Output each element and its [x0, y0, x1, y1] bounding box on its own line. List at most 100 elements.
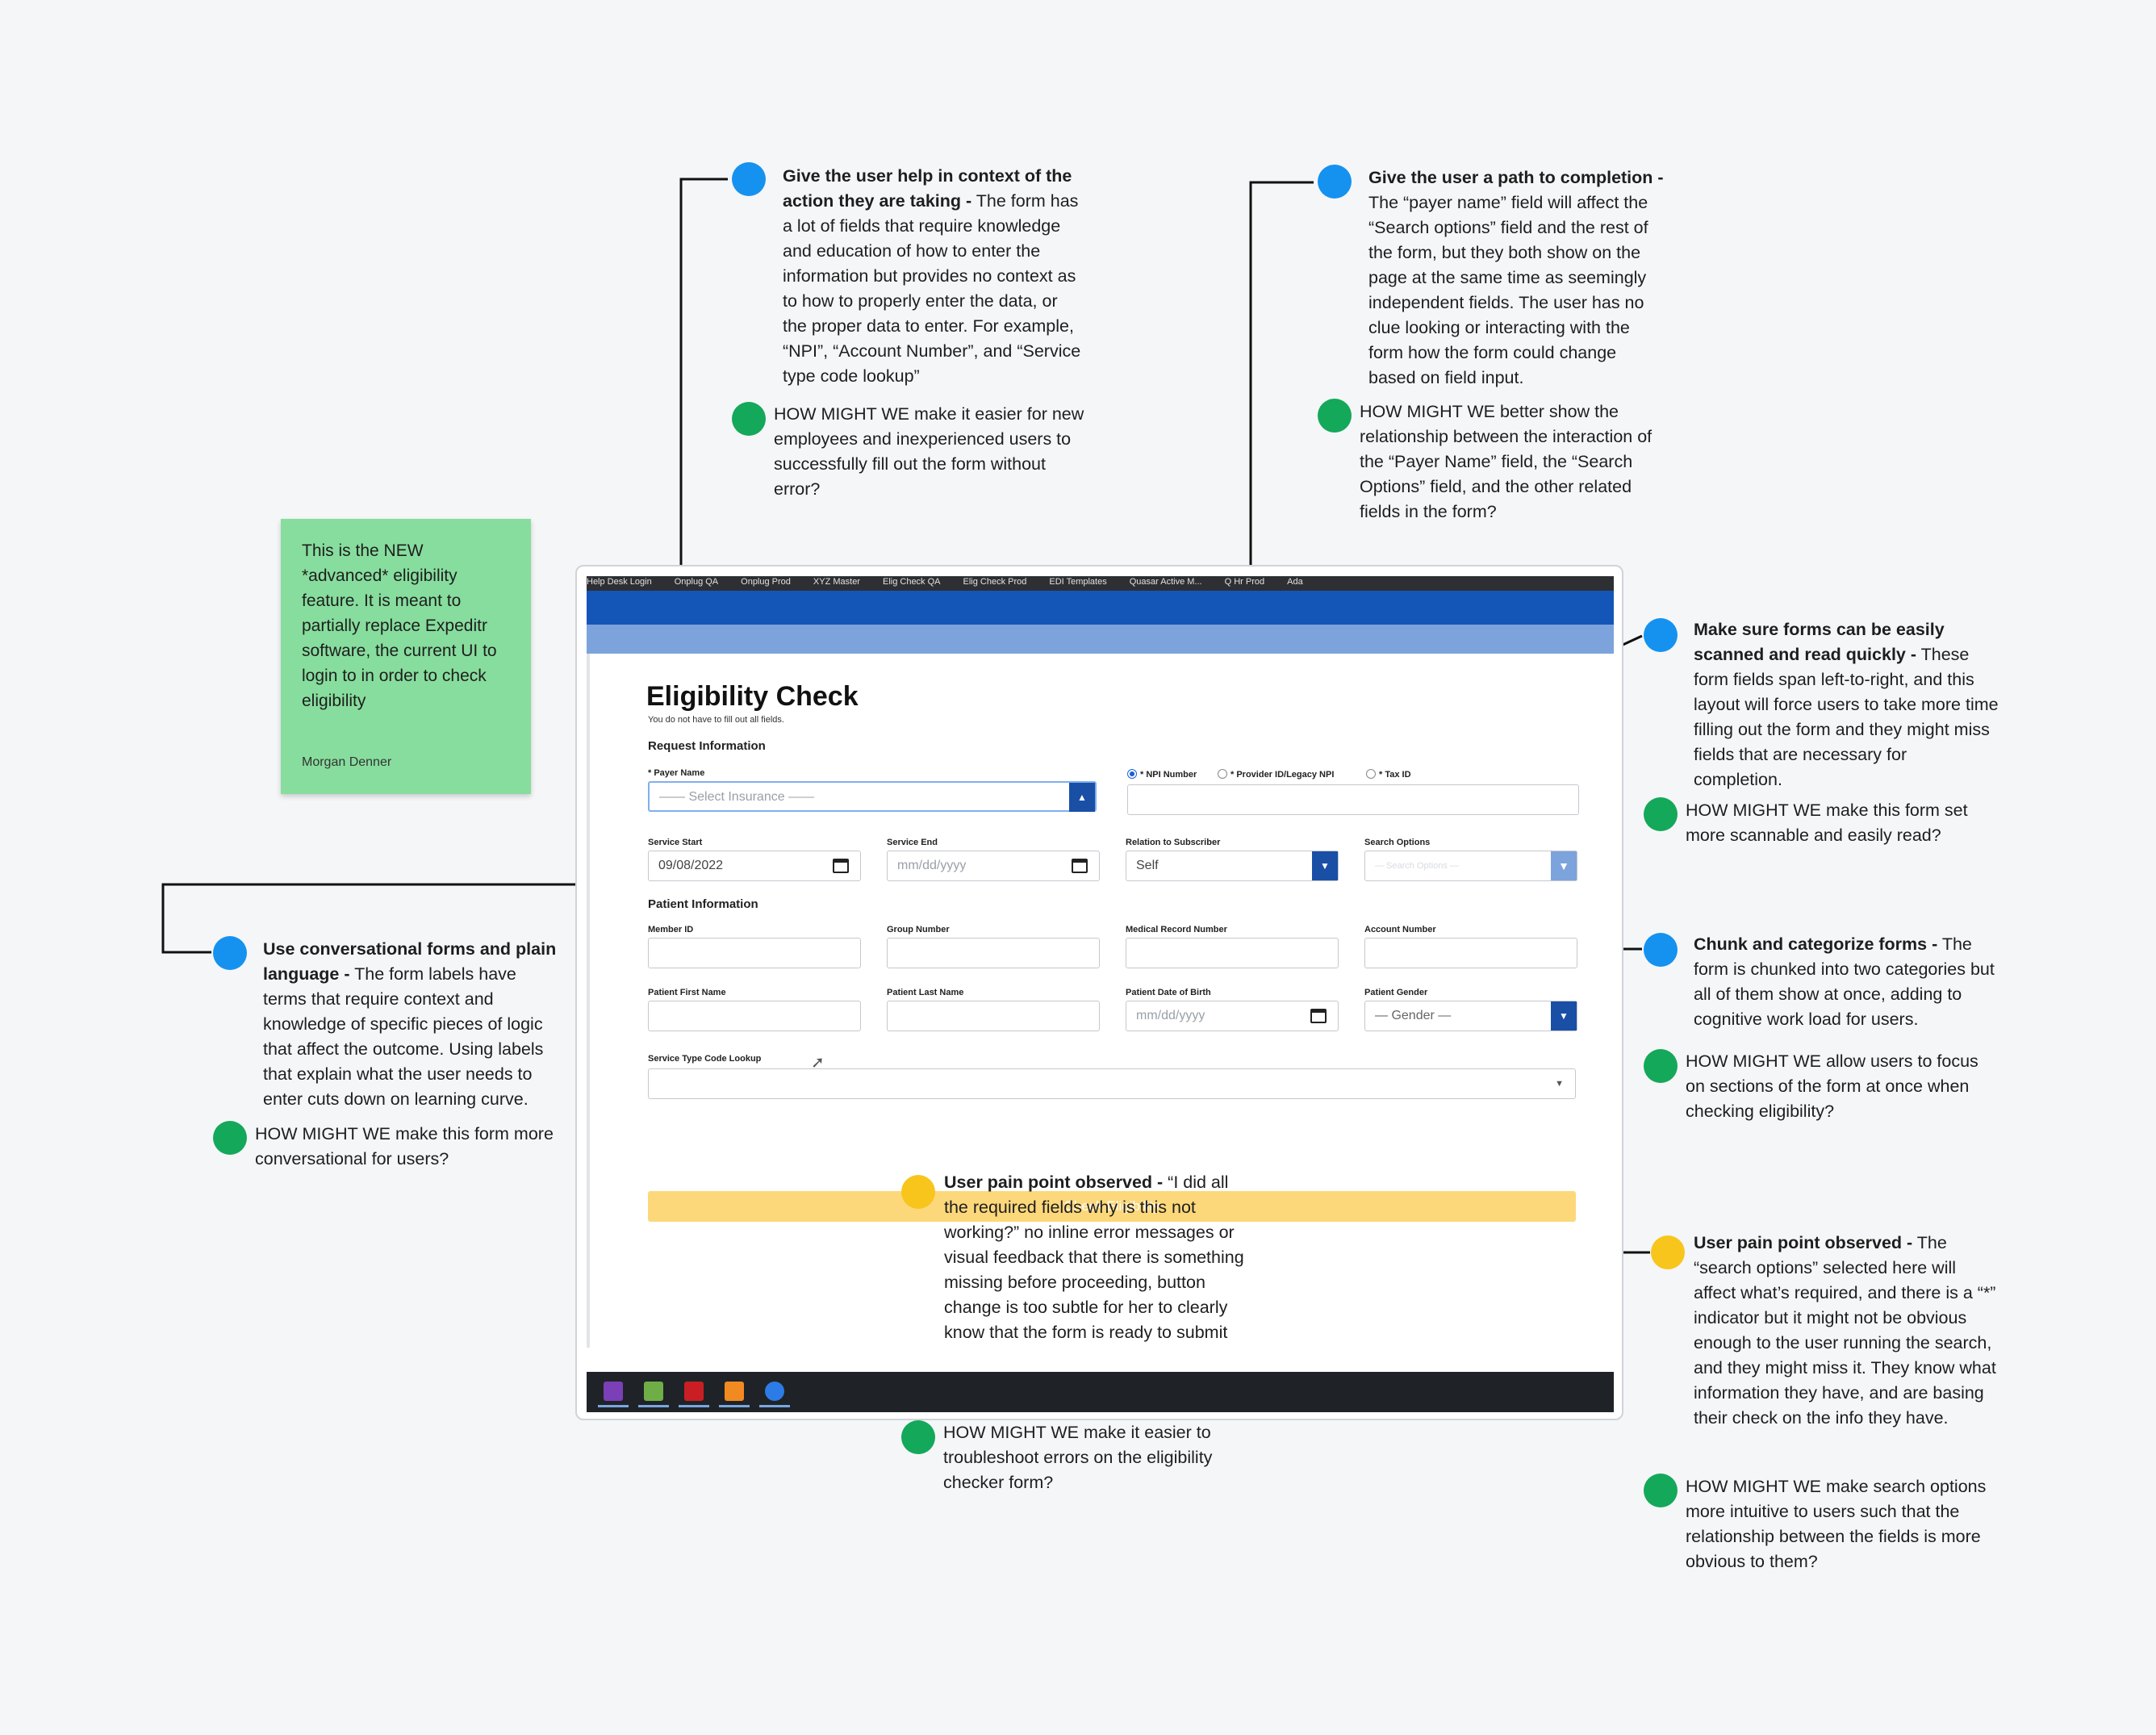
- service-start-value: 09/08/2022: [658, 859, 724, 872]
- hmw-conversational-forms: HOW MIGHT WE make this form more convers…: [255, 1124, 554, 1169]
- note-body: The form is chunked into two categories …: [1694, 934, 1995, 1029]
- chevron-down-icon: ▼: [1312, 851, 1338, 880]
- first-name-label: Patient First Name: [648, 988, 726, 997]
- dob-input[interactable]: mm/dd/yyyy: [1126, 1001, 1339, 1031]
- calendar-icon[interactable]: [833, 859, 849, 873]
- group-number-input[interactable]: [887, 938, 1100, 968]
- calendar-icon[interactable]: [1072, 859, 1088, 873]
- hmw-dot: [732, 402, 766, 436]
- radio-provider-id[interactable]: * Provider ID/Legacy NPI: [1218, 769, 1334, 780]
- hmw-scannable-forms: HOW MIGHT WE make this form set more sca…: [1686, 801, 1968, 845]
- service-end-placeholder: mm/dd/yyyy: [897, 859, 967, 872]
- hmw-pain-point-errors: HOW MIGHT WE make it easier to troublesh…: [943, 1423, 1213, 1492]
- hmw-dot: [1644, 797, 1678, 831]
- service-end-input[interactable]: mm/dd/yyyy: [887, 851, 1100, 881]
- check-eligibility-button[interactable]: Check Eligibility: [648, 1191, 1576, 1222]
- radio-tax-id[interactable]: * Tax ID: [1366, 769, 1411, 780]
- calendar-icon[interactable]: [1310, 1009, 1327, 1023]
- bookmark[interactable]: Onplug Prod: [741, 577, 791, 587]
- identifier-input[interactable]: [1127, 784, 1579, 815]
- service-start-label: Service Start: [648, 838, 703, 847]
- radio-npi-label: * NPI Number: [1140, 770, 1197, 780]
- account-number-input[interactable]: [1364, 938, 1577, 968]
- member-id-label: Member ID: [648, 925, 694, 934]
- request-section-heading: Request Information: [648, 739, 766, 753]
- note-heading: Give the user a path to completion -: [1368, 168, 1664, 187]
- mouse-cursor-icon: ➚: [811, 1054, 825, 1072]
- note-pain-point-search-options: User pain point observed - The “search o…: [1694, 1231, 2000, 1431]
- bookmarks-bar: Help Desk Login Onplug QA Onplug Prod XY…: [587, 576, 1614, 591]
- bookmark[interactable]: Elig Check Prod: [963, 577, 1027, 587]
- bookmark[interactable]: Ada: [1287, 577, 1303, 587]
- bookmark[interactable]: EDI Templates: [1049, 577, 1107, 587]
- identifier-radio-group: * NPI Number * Provider ID/Legacy NPI * …: [1127, 769, 1579, 782]
- bookmark[interactable]: XYZ Master: [813, 577, 860, 587]
- service-type-select[interactable]: ▼: [648, 1068, 1576, 1099]
- bookmark[interactable]: Help Desk Login: [587, 577, 652, 587]
- gender-select[interactable]: — Gender — ▼: [1364, 1001, 1577, 1031]
- relation-select[interactable]: Self ▼: [1126, 851, 1339, 881]
- page-subtitle: You do not have to fill out all fields.: [648, 715, 784, 725]
- radio-provider-label: * Provider ID/Legacy NPI: [1231, 770, 1335, 780]
- sticky-note-text: This is the NEW *advanced* eligibility f…: [302, 541, 497, 710]
- relation-label: Relation to Subscriber: [1126, 838, 1221, 847]
- note-conversational-forms: Use conversational forms and plain langu…: [263, 937, 562, 1112]
- hmw-pain-point-search-options: HOW MIGHT WE make search options more in…: [1686, 1477, 1987, 1571]
- last-name-input[interactable]: [887, 1001, 1100, 1031]
- service-start-input[interactable]: 09/08/2022: [648, 851, 861, 881]
- bookmark[interactable]: Q Hr Prod: [1224, 577, 1265, 587]
- relation-value: Self: [1136, 859, 1159, 872]
- note-path-to-completion: Give the user a path to completion - The…: [1368, 165, 1667, 391]
- dob-label: Patient Date of Birth: [1126, 988, 1211, 997]
- insight-dot: [1644, 933, 1678, 967]
- bookmark[interactable]: Onplug QA: [674, 577, 719, 587]
- last-name-label: Patient Last Name: [887, 988, 964, 997]
- mrn-input[interactable]: [1126, 938, 1339, 968]
- hmw-dot: [1318, 399, 1352, 433]
- member-id-input[interactable]: [648, 938, 861, 968]
- radio-npi[interactable]: * NPI Number: [1127, 769, 1197, 780]
- acrobat-icon[interactable]: [679, 1377, 709, 1407]
- bookmark[interactable]: Elig Check QA: [882, 577, 941, 587]
- dob-placeholder: mm/dd/yyyy: [1136, 1009, 1205, 1022]
- note-body: “I did all the required fields why is th…: [944, 1173, 1244, 1342]
- note-heading: Make sure forms can be easily scanned an…: [1694, 620, 1945, 664]
- patient-section-heading: Patient Information: [648, 897, 758, 911]
- insight-dot: [1644, 618, 1678, 652]
- pain-point-dot: [901, 1175, 935, 1209]
- form-screenshot: Help Desk Login Onplug QA Onplug Prod XY…: [575, 565, 1623, 1420]
- hmw-chunk-forms: HOW MIGHT WE allow users to focus on sec…: [1686, 1051, 1978, 1121]
- note-help-in-context: Give the user help in context of the act…: [783, 164, 1081, 389]
- group-number-label: Group Number: [887, 925, 950, 934]
- note-scannable-forms: Make sure forms can be easily scanned an…: [1694, 617, 2000, 792]
- onenote-icon[interactable]: [598, 1377, 629, 1407]
- insight-dot: [213, 936, 247, 970]
- service-end-label: Service End: [887, 838, 938, 847]
- service-type-label: Service Type Code Lookup: [648, 1054, 762, 1064]
- search-options-placeholder: — Search Options —: [1375, 861, 1459, 871]
- image-viewer-icon[interactable]: [638, 1377, 669, 1407]
- note-heading: Use conversational forms and plain langu…: [263, 939, 557, 984]
- search-options-select[interactable]: — Search Options — ▼: [1364, 851, 1577, 881]
- first-name-input[interactable]: [648, 1001, 861, 1031]
- hmw-dot: [1644, 1474, 1678, 1507]
- chevron-down-icon: ▼: [1551, 1001, 1577, 1031]
- insight-dot: [1318, 165, 1352, 199]
- chevron-down-icon: ▼: [1551, 851, 1577, 880]
- gender-placeholder: — Gender —: [1375, 1009, 1452, 1022]
- payer-name-label: * Payer Name: [648, 768, 705, 778]
- payer-name-placeholder: —— Select Insurance ——: [659, 790, 815, 804]
- zoom-icon[interactable]: [759, 1377, 790, 1407]
- note-heading: User pain point observed -: [944, 1173, 1164, 1192]
- note-body: The “search options” selected here will …: [1694, 1233, 1996, 1428]
- insight-dot: [732, 162, 766, 196]
- note-body: The form has a lot of fields that requir…: [783, 191, 1081, 386]
- radio-tax-label: * Tax ID: [1379, 770, 1411, 780]
- payer-name-select[interactable]: —— Select Insurance —— ▲: [648, 781, 1097, 812]
- grid-app-icon[interactable]: [719, 1377, 750, 1407]
- note-heading: Chunk and categorize forms -: [1694, 934, 1938, 954]
- note-body: The form labels have terms that require …: [263, 964, 544, 1109]
- gender-label: Patient Gender: [1364, 988, 1428, 997]
- note-body: These form fields span left-to-right, an…: [1694, 645, 1999, 789]
- bookmark[interactable]: Quasar Active M...: [1129, 577, 1202, 587]
